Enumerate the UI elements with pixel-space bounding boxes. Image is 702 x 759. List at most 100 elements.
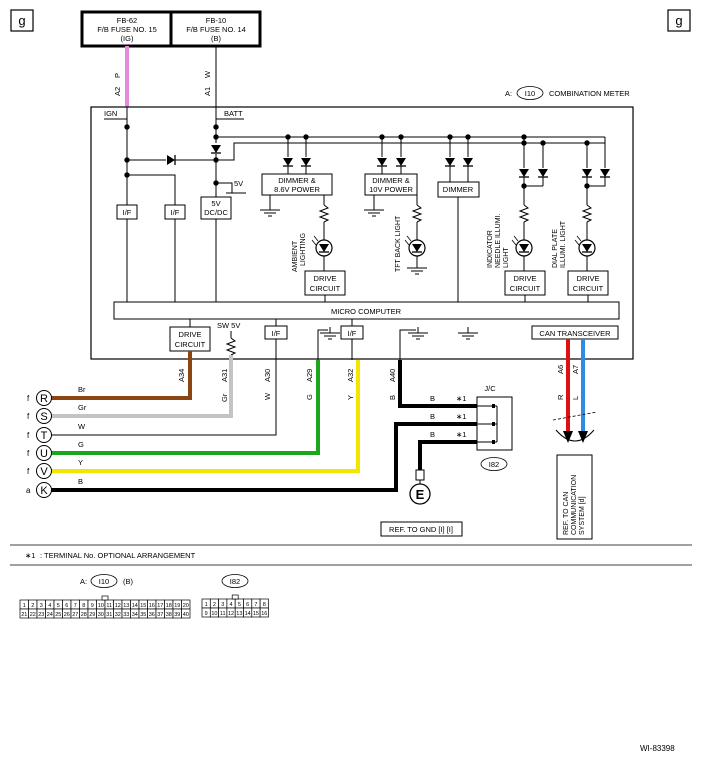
- connector-pin-number: 5: [57, 603, 60, 609]
- sw5v-label: SW 5V: [217, 321, 240, 330]
- i10-suffix: (B): [123, 577, 134, 586]
- drive3-line2: CIRCUIT: [573, 284, 604, 293]
- connector-pin-number: 8: [263, 602, 266, 608]
- connector-pin-number: 30: [98, 612, 104, 618]
- connector-pin-number: 11: [106, 603, 112, 609]
- if-a32-label: I/F: [348, 329, 357, 338]
- connector-pin-number: 3: [40, 603, 43, 609]
- wire-b-a40: [398, 360, 477, 408]
- connector-pin-number: 22: [30, 612, 36, 618]
- connector-pin-cell: [259, 607, 269, 618]
- can-ref-box: [556, 454, 593, 540]
- left-connector-k: a K: [26, 482, 52, 498]
- pin-a7: A7: [571, 365, 580, 374]
- connector-pin-number: 2: [31, 603, 34, 609]
- connector-pin-number: 19: [174, 603, 180, 609]
- micro-computer-box: [113, 301, 620, 320]
- meter-title: COMBINATION METER: [549, 89, 630, 98]
- meter-prefix: A:: [505, 89, 512, 98]
- can-transceiver-box: [531, 325, 619, 340]
- connector-pin-number: 12: [115, 603, 121, 609]
- pin-a29: A29: [305, 369, 314, 382]
- hwire-label-y: Y: [78, 458, 83, 467]
- footnote-mark: ∗1: [25, 551, 35, 560]
- left-letter-s: S: [40, 411, 47, 423]
- connector-pin-number: 13: [123, 603, 129, 609]
- indicator-line3: LIGHT: [503, 247, 510, 268]
- dimmer3-label: DIMMER: [443, 185, 474, 194]
- ground-letter: E: [416, 487, 425, 502]
- wire-w: [45, 339, 277, 436]
- wire-label-g-vert: G: [305, 394, 314, 400]
- connector-pin-number: 36: [149, 612, 155, 618]
- wire-label-r: R: [556, 394, 565, 400]
- ground-e-circle: [409, 483, 431, 505]
- connector-pin-number: 7: [74, 603, 77, 609]
- fuse-ig-line1: FB-62: [117, 16, 137, 25]
- wire-label-gr: Gr: [220, 393, 229, 402]
- connector-pin-number: 6: [246, 602, 249, 608]
- connector-pin-number: 14: [245, 611, 251, 617]
- tft-label: TFT BACK LIGHT: [395, 215, 402, 272]
- connector-pin-number: 3: [221, 602, 224, 608]
- dimmer-box-1: [261, 173, 333, 196]
- combination-meter-box: [90, 106, 634, 360]
- wire-label-w-vert: W: [263, 392, 272, 400]
- fuse-ig-line3: (IG): [121, 34, 134, 43]
- jc-connector: I82: [489, 460, 499, 469]
- if-a30-label: I/F: [272, 329, 281, 338]
- drive-circuit-ambient: [304, 270, 346, 296]
- connector-pin-number: 2: [213, 602, 216, 608]
- left-connector-v: f V: [27, 463, 52, 479]
- left-letter-k: K: [40, 485, 48, 497]
- indicator-line1: INDICATOR: [487, 230, 494, 268]
- connector-pin-number: 10: [98, 603, 104, 609]
- wire-g: [45, 360, 320, 455]
- connector-pin-number: 13: [236, 611, 242, 617]
- ambient-line1: AMBIENT: [292, 240, 299, 272]
- connector-pin-number: 25: [55, 612, 61, 618]
- connector-pin-cell: [181, 608, 191, 619]
- can-ref-line3: SYSTEM [d]: [579, 496, 586, 535]
- left-connector-t: f T: [27, 427, 52, 443]
- hwire-label-b: B: [78, 477, 83, 486]
- connector-pin-number: 33: [123, 612, 129, 618]
- connector-pin-number: 40: [183, 612, 189, 618]
- left-connector-r: f R: [27, 390, 52, 406]
- connector-pin-number: 15: [140, 603, 146, 609]
- left-prefix-u: f: [27, 449, 30, 458]
- wire-y: [45, 360, 360, 473]
- connector-pin-number: 15: [253, 611, 259, 617]
- connector-pin-number: 4: [48, 603, 51, 609]
- pin-a40: A40: [388, 369, 397, 382]
- connector-pin-number: 17: [157, 603, 163, 609]
- left-letter-t: T: [41, 430, 48, 442]
- drive4-line1: DRIVE: [179, 330, 202, 339]
- wire-b-gnd-e: [418, 440, 477, 470]
- can-ref-line2: COMMUNICATION: [571, 475, 578, 535]
- jc-note-2: ∗1: [456, 412, 466, 421]
- i82-name: I82: [230, 577, 240, 586]
- connector-key-notch: [101, 595, 109, 601]
- connector-pin-number: 9: [91, 603, 94, 609]
- left-connector-s: f S: [27, 408, 52, 424]
- drive3-line1: DRIVE: [577, 274, 600, 283]
- batt-label: BATT: [224, 109, 243, 118]
- jc-wire-b-3: B: [430, 430, 435, 439]
- left-prefix-v: f: [27, 467, 30, 476]
- left-prefix-s: f: [27, 412, 30, 421]
- connector-pin-number: 16: [149, 603, 155, 609]
- left-prefix-r: f: [27, 394, 30, 403]
- meter-connector: I10: [525, 89, 535, 98]
- fuse-batt-line1: FB-10: [206, 16, 226, 25]
- drive2-line2: CIRCUIT: [510, 284, 541, 293]
- ign-label: IGN: [104, 109, 117, 118]
- hwire-label-g: G: [78, 440, 84, 449]
- pin-a31: A31: [220, 369, 229, 382]
- pin-a2: A2: [113, 87, 122, 96]
- wire-label-y-vert: Y: [346, 395, 355, 400]
- dcdc-line1: 5V: [211, 199, 220, 208]
- dimmer1-line1: DIMMER &: [278, 176, 316, 185]
- dial-line1: DIAL PLATE: [552, 229, 559, 268]
- connector-pin-number: 32: [115, 612, 121, 618]
